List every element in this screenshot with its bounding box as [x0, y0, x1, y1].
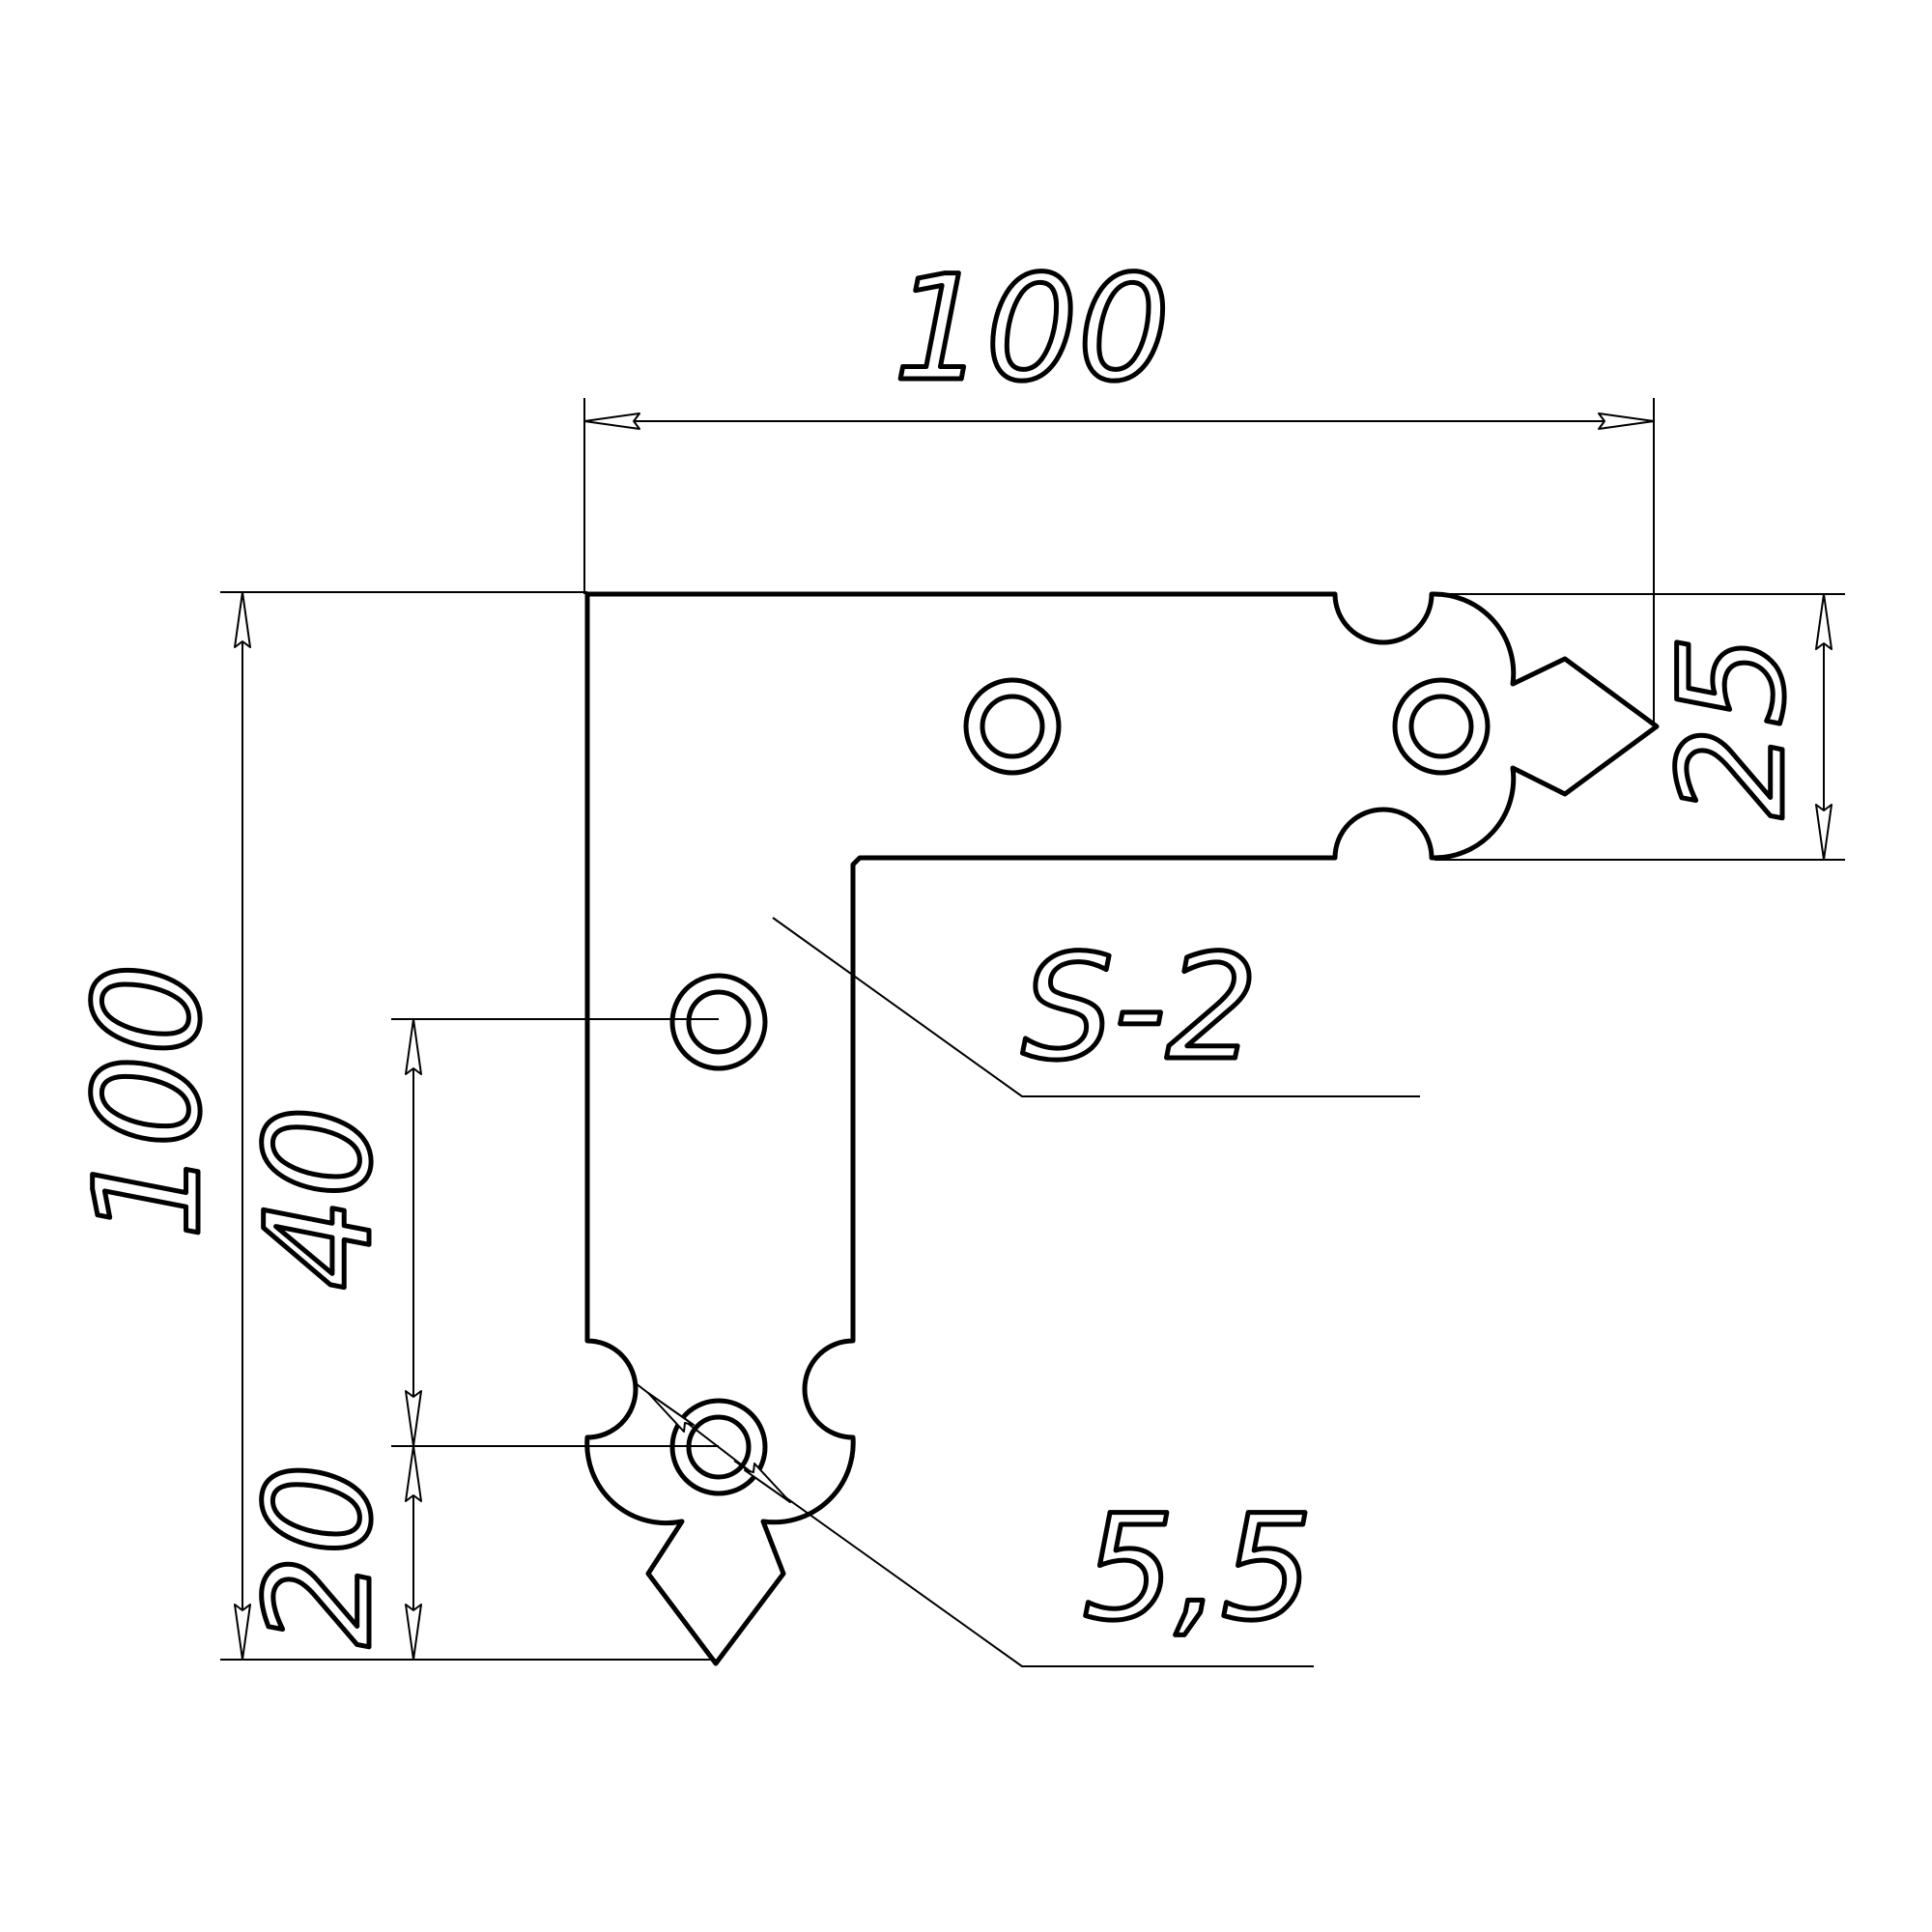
label-tip-distance: 20	[236, 1463, 404, 1648]
dimension-hole-spacing	[391, 1018, 719, 1447]
label-hole-spacing: 40	[236, 1106, 404, 1291]
dimension-height-left	[220, 591, 716, 1661]
hole-top-right	[1392, 677, 1491, 776]
label-thickness: S-2	[1022, 924, 1259, 1093]
dimension-arm-width	[1435, 593, 1845, 861]
leader-hole-diameter	[635, 1382, 1314, 1667]
leader-thickness	[772, 917, 1420, 1097]
label-height-left: 100	[65, 963, 233, 1239]
hole-top-left	[963, 677, 1062, 776]
dimension-tip-distance	[405, 1445, 422, 1661]
label-hole-diameter: 5,5	[1083, 1485, 1314, 1653]
hole-left-upper	[669, 973, 768, 1071]
label-arm-width: 25	[1649, 635, 1817, 819]
plate-outline	[584, 591, 1660, 1666]
dimension-width-top	[583, 398, 1655, 724]
label-width-top: 100	[894, 245, 1170, 413]
